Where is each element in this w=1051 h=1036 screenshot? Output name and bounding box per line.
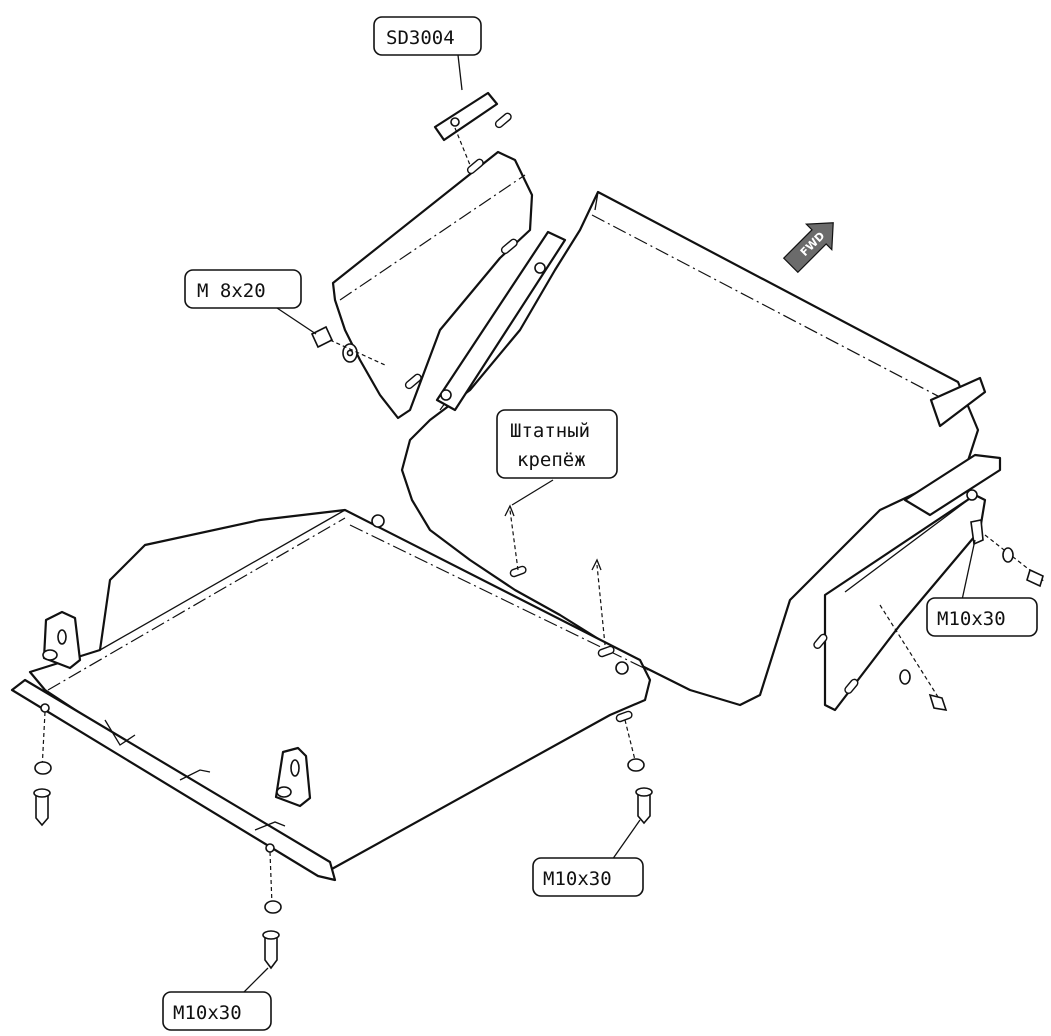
center-bracket-tab bbox=[274, 746, 312, 808]
callout-sd3004-text: SD3004 bbox=[386, 27, 455, 49]
callout-m10-bottom: M10x30 bbox=[162, 991, 272, 1031]
left-bracket-tab bbox=[42, 610, 82, 670]
callout-stock-fastener: Штатный крепёж bbox=[496, 409, 618, 479]
m8-bolt-assembly bbox=[310, 325, 386, 366]
sd3004-bracket bbox=[433, 91, 499, 166]
callout-m8x20-text: M 8x20 bbox=[197, 280, 266, 302]
leader-stock bbox=[511, 479, 554, 506]
front-plate-holes bbox=[40, 514, 633, 853]
stock-fastener-arrows bbox=[504, 504, 606, 646]
fwd-arrow: FWD bbox=[782, 222, 834, 274]
callout-m10-bottom-text: M10x30 bbox=[173, 1002, 242, 1024]
right-hardware bbox=[879, 519, 1046, 712]
callout-m10-right-text: M10x30 bbox=[937, 608, 1006, 630]
front-skid-plate bbox=[10, 508, 652, 882]
left-bolt-stack bbox=[33, 711, 52, 827]
callout-m10-right: M10x30 bbox=[926, 597, 1038, 637]
leader-center bbox=[611, 819, 641, 861]
callout-m10-center: M10x30 bbox=[532, 857, 644, 897]
right-bottom-bolt-stack bbox=[624, 719, 653, 825]
center-bolt-stack bbox=[262, 851, 282, 970]
leader-m8 bbox=[276, 307, 317, 335]
callout-stock-line2: крепёж bbox=[517, 449, 586, 471]
main-plate-left-flange bbox=[435, 230, 567, 412]
callout-sd3004: SD3004 bbox=[373, 16, 482, 56]
callout-m8x20: M 8x20 bbox=[184, 269, 302, 309]
callout-m10-center-text: M10x30 bbox=[543, 868, 612, 890]
right-side-plate bbox=[813, 376, 1002, 712]
leader-right bbox=[961, 539, 976, 601]
leader-sd3004 bbox=[457, 54, 463, 91]
callout-stock-line1: Штатный bbox=[510, 420, 590, 442]
upper-plate bbox=[331, 112, 534, 420]
